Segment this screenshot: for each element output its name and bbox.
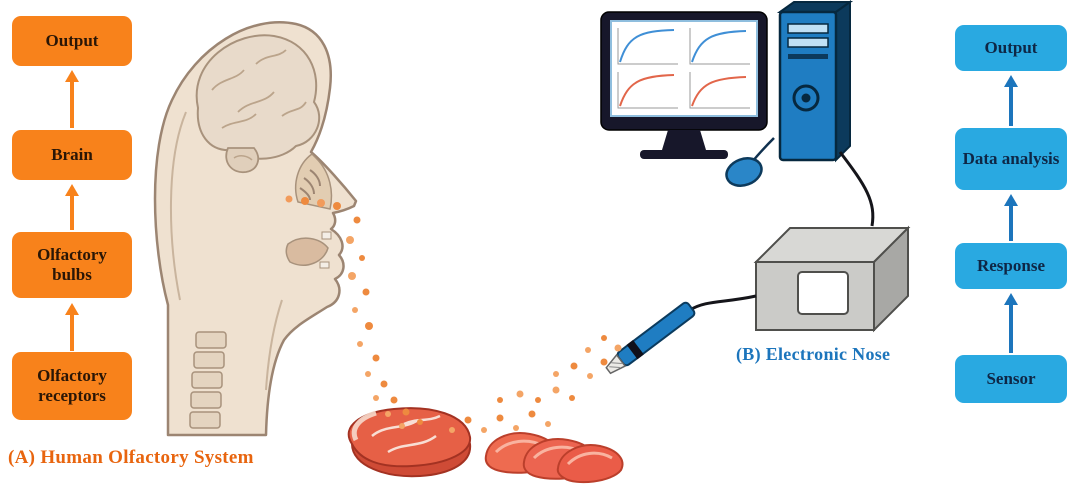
human-flow-box-brain: Brain [12, 130, 132, 180]
mouth-illustration [285, 231, 332, 269]
nasal-cavity-illustration [294, 153, 333, 210]
meat-slices [484, 432, 624, 484]
enose-flow-box-response: Response [955, 243, 1067, 289]
computer-monitor-icon [600, 11, 768, 159]
human-flow-box-output: Output [12, 16, 132, 66]
sensor-response-curves [619, 29, 747, 107]
up-arrow-icon [65, 184, 79, 230]
spine-illustration [189, 331, 227, 429]
computer-tower-icon [776, 0, 854, 163]
enose-instrument-icon [753, 225, 911, 333]
chart-axes [617, 28, 750, 109]
up-arrow-icon [1004, 194, 1018, 241]
sampling-probe-icon [605, 301, 696, 375]
up-arrow-icon [1004, 75, 1018, 126]
computer-mouse-icon [725, 137, 775, 187]
meat-illustration [347, 407, 624, 484]
up-arrow-icon [65, 70, 79, 128]
caption-human-olfactory-system: (A) Human Olfactory System [8, 447, 254, 468]
human-flow-box-olfactory-bulbs: Olfactory bulbs [12, 232, 132, 298]
enose-flow-box-output: Output [955, 25, 1067, 71]
odor-particles [285, 195, 622, 433]
enose-to-probe-cable [689, 294, 757, 312]
head-illustration [153, 21, 358, 437]
brain-illustration [195, 34, 321, 174]
caption-electronic-nose: (B) Electronic Nose [736, 344, 891, 364]
enose-flow-box-data-analysis: Data analysis [955, 128, 1067, 190]
up-arrow-icon [1004, 293, 1018, 353]
tower-to-enose-cable [838, 151, 875, 227]
human-flow-box-olfactory-receptors: Olfactory receptors [12, 352, 132, 420]
enose-flow-box-sensor: Sensor [955, 355, 1067, 403]
up-arrow-icon [65, 303, 79, 351]
